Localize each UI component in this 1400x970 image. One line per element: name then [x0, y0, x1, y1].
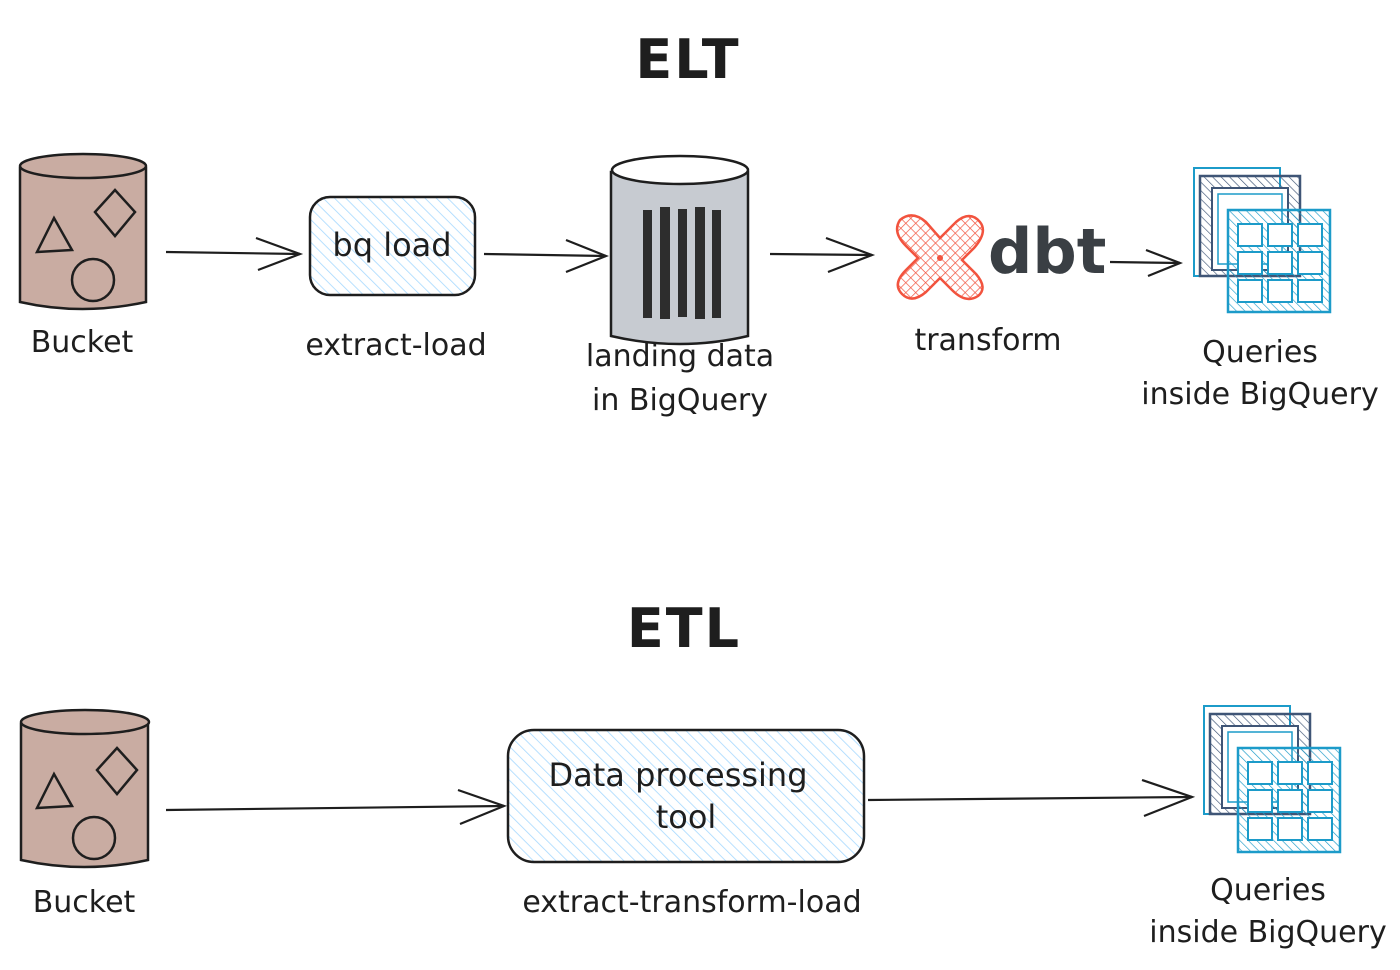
- etl-queries-label-line1: Queries: [1210, 873, 1326, 908]
- etl-queries-icon: [1203, 705, 1342, 854]
- landing-data-label-line1: landing data: [586, 339, 774, 374]
- landing-data-cylinder-icon: [609, 154, 750, 346]
- elt-bucket-icon: [18, 152, 148, 311]
- data-processing-tool-text-line2: tool: [656, 798, 717, 836]
- elt-arrow-2: [483, 238, 609, 274]
- elt-queries-icon: [1193, 167, 1332, 314]
- bq-load-box: [308, 195, 477, 297]
- elt-arrow-4: [1109, 248, 1183, 278]
- etl-queries-label-line2: inside BigQuery: [1149, 915, 1386, 950]
- elt-arrow-1: [165, 236, 304, 272]
- extract-load-label: extract-load: [305, 328, 486, 363]
- elt-title: ELT: [635, 28, 740, 91]
- dbt-logo-icon: [895, 214, 985, 301]
- etl-bucket-label: Bucket: [33, 885, 136, 920]
- extract-transform-load-label: extract-transform-load: [522, 885, 861, 920]
- etl-arrow-2: [867, 778, 1196, 818]
- dbt-logo-text: dbt: [988, 215, 1106, 288]
- bq-load-text: bq load: [332, 226, 451, 264]
- elt-bucket-label: Bucket: [31, 325, 134, 360]
- data-processing-tool-text-line1: Data processing: [548, 756, 807, 794]
- etl-title: ETL: [627, 597, 741, 660]
- etl-bucket-icon: [19, 708, 151, 869]
- elt-queries-label-line1: Queries: [1202, 335, 1318, 370]
- etl-arrow-1: [165, 788, 508, 826]
- data-processing-tool-box: [506, 728, 866, 864]
- elt-arrow-3: [769, 236, 876, 274]
- landing-data-label-line2: in BigQuery: [592, 383, 768, 418]
- transform-label: transform: [914, 323, 1061, 358]
- elt-queries-label-line2: inside BigQuery: [1141, 377, 1378, 412]
